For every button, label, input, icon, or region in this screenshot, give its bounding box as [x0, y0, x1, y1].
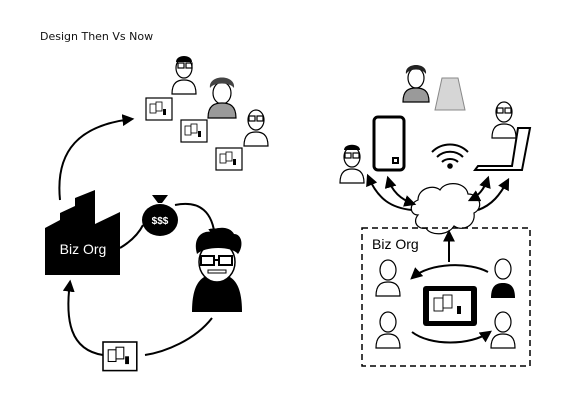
org-label: Biz Org — [372, 236, 419, 252]
app-frame-icon — [180, 119, 208, 143]
arrow-factory-to-money — [119, 224, 144, 249]
app-frame-icon — [215, 147, 243, 171]
arrow-org-cycle-top — [410, 264, 489, 280]
diagram-title: Design Then Vs Now — [40, 30, 154, 43]
arrow-designer-to-frame — [144, 317, 213, 356]
money-bag-icon — [142, 195, 178, 236]
org-boundary — [361, 227, 531, 367]
person-icon — [491, 101, 517, 139]
arrow-laptop-to-cloud — [467, 175, 491, 202]
person-icon — [490, 311, 516, 349]
cloud-icon — [410, 183, 481, 235]
factory-label: Biz Org — [60, 241, 107, 257]
person-icon — [207, 77, 237, 119]
arrow-org-cycle-bottom — [411, 330, 492, 344]
person-icon — [491, 258, 515, 298]
laptop-icon — [473, 127, 532, 171]
tablet-icon — [423, 286, 477, 326]
person-icon — [375, 259, 401, 297]
arrow-cloud-to-laptop — [477, 177, 510, 211]
arrow-phone-to-cloud — [384, 175, 417, 207]
person-icon — [243, 109, 269, 147]
person-icon — [171, 56, 197, 95]
wifi-icon — [431, 143, 469, 169]
designer-icon — [192, 227, 242, 312]
phone-icon — [372, 115, 406, 172]
person-icon — [402, 65, 430, 103]
factory-icon — [45, 190, 120, 275]
arrow-frame-to-factory — [62, 279, 104, 356]
money-label: $$$ — [152, 216, 169, 227]
cup-icon — [434, 77, 466, 111]
person-icon — [339, 144, 365, 184]
app-frame-icon — [145, 97, 173, 121]
person-icon — [375, 311, 401, 349]
arrow-factory-to-stakeholders — [58, 114, 135, 201]
app-frame-icon — [102, 341, 138, 372]
arrow-person-to-cloud — [366, 173, 413, 211]
